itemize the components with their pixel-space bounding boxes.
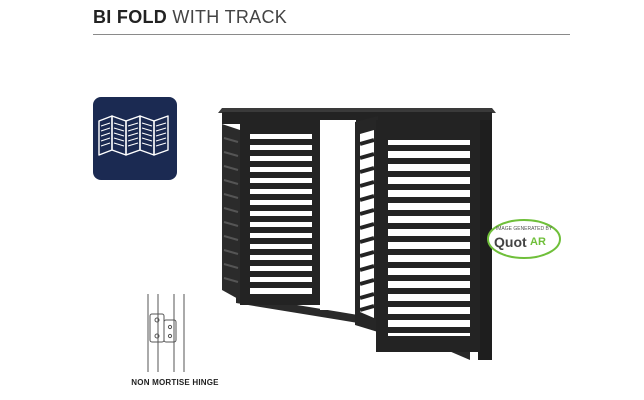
bifold-shutter-icon bbox=[93, 97, 177, 180]
quotar-badge: IMAGE GENERATED BY Quot AR bbox=[486, 218, 562, 265]
title-rest: WITH TRACK bbox=[172, 7, 288, 27]
page-title: BI FOLD WITH TRACK bbox=[93, 7, 287, 28]
badge-brand-ar: AR bbox=[530, 236, 546, 248]
title-divider bbox=[93, 34, 570, 35]
hinge-drawing bbox=[138, 292, 198, 379]
hinge-label: NON MORTISE HINGE bbox=[131, 378, 219, 387]
title-bold: BI FOLD bbox=[93, 7, 168, 27]
badge-brand-quot: Quot bbox=[494, 234, 527, 250]
bifold-shutter-image bbox=[200, 90, 500, 370]
badge-top-text: IMAGE GENERATED BY bbox=[496, 226, 553, 232]
